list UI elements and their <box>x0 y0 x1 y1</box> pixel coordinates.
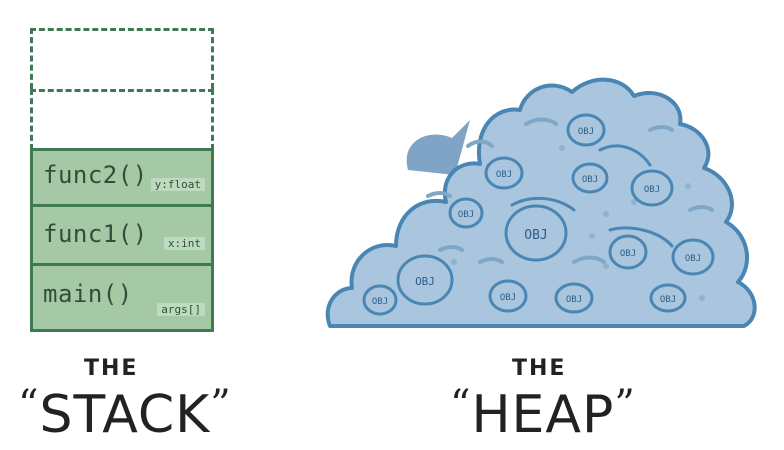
heap-object-label: OBJ <box>582 175 598 185</box>
heap-object-label: OBJ <box>660 295 676 305</box>
frame-argument: x:int <box>163 237 205 250</box>
heap-caption-title: “HEAP” <box>450 385 636 441</box>
heap-object-label: OBJ <box>372 297 388 307</box>
stack-caption-the: THE <box>84 356 139 381</box>
stack-diagram: func2() y:float func1() x:int main() arg… <box>30 28 214 332</box>
heap-object-label: OBJ <box>524 228 547 243</box>
heap-object-label: OBJ <box>415 275 435 288</box>
stack-caption-word: STACK <box>39 385 211 445</box>
frame-function-name: func1() <box>43 220 148 248</box>
stack-frame: main() args[] <box>33 270 211 329</box>
close-quote: ” <box>210 382 232 428</box>
close-quote: ” <box>614 382 636 428</box>
heap-object-label: OBJ <box>620 249 636 259</box>
heap-object-label: OBJ <box>458 210 474 220</box>
heap-caption-word: HEAP <box>471 385 615 445</box>
heap-object-label: OBJ <box>496 170 512 180</box>
heap-object-label: OBJ <box>566 295 582 305</box>
heap-object-label: OBJ <box>578 127 594 137</box>
open-quote: “ <box>18 382 40 428</box>
stack-empty-slot <box>30 28 214 89</box>
stack-empty-slot <box>30 89 214 150</box>
stack-frame: func1() x:int <box>33 210 211 266</box>
stack-frames: func2() y:float func1() x:int main() arg… <box>30 148 214 332</box>
heap-object-label: OBJ <box>644 185 660 195</box>
stack-caption-title: “STACK” <box>18 385 232 441</box>
frame-function-name: main() <box>43 280 133 308</box>
open-quote: “ <box>450 382 472 428</box>
frame-argument: args[] <box>157 303 205 316</box>
heap-object-label: OBJ <box>685 254 701 264</box>
heap-object-label: OBJ <box>500 293 516 303</box>
frame-function-name: func2() <box>43 161 148 189</box>
frame-argument: y:float <box>150 178 205 191</box>
heap-caption-the: THE <box>512 356 567 381</box>
stack-frame: func2() y:float <box>33 151 211 207</box>
